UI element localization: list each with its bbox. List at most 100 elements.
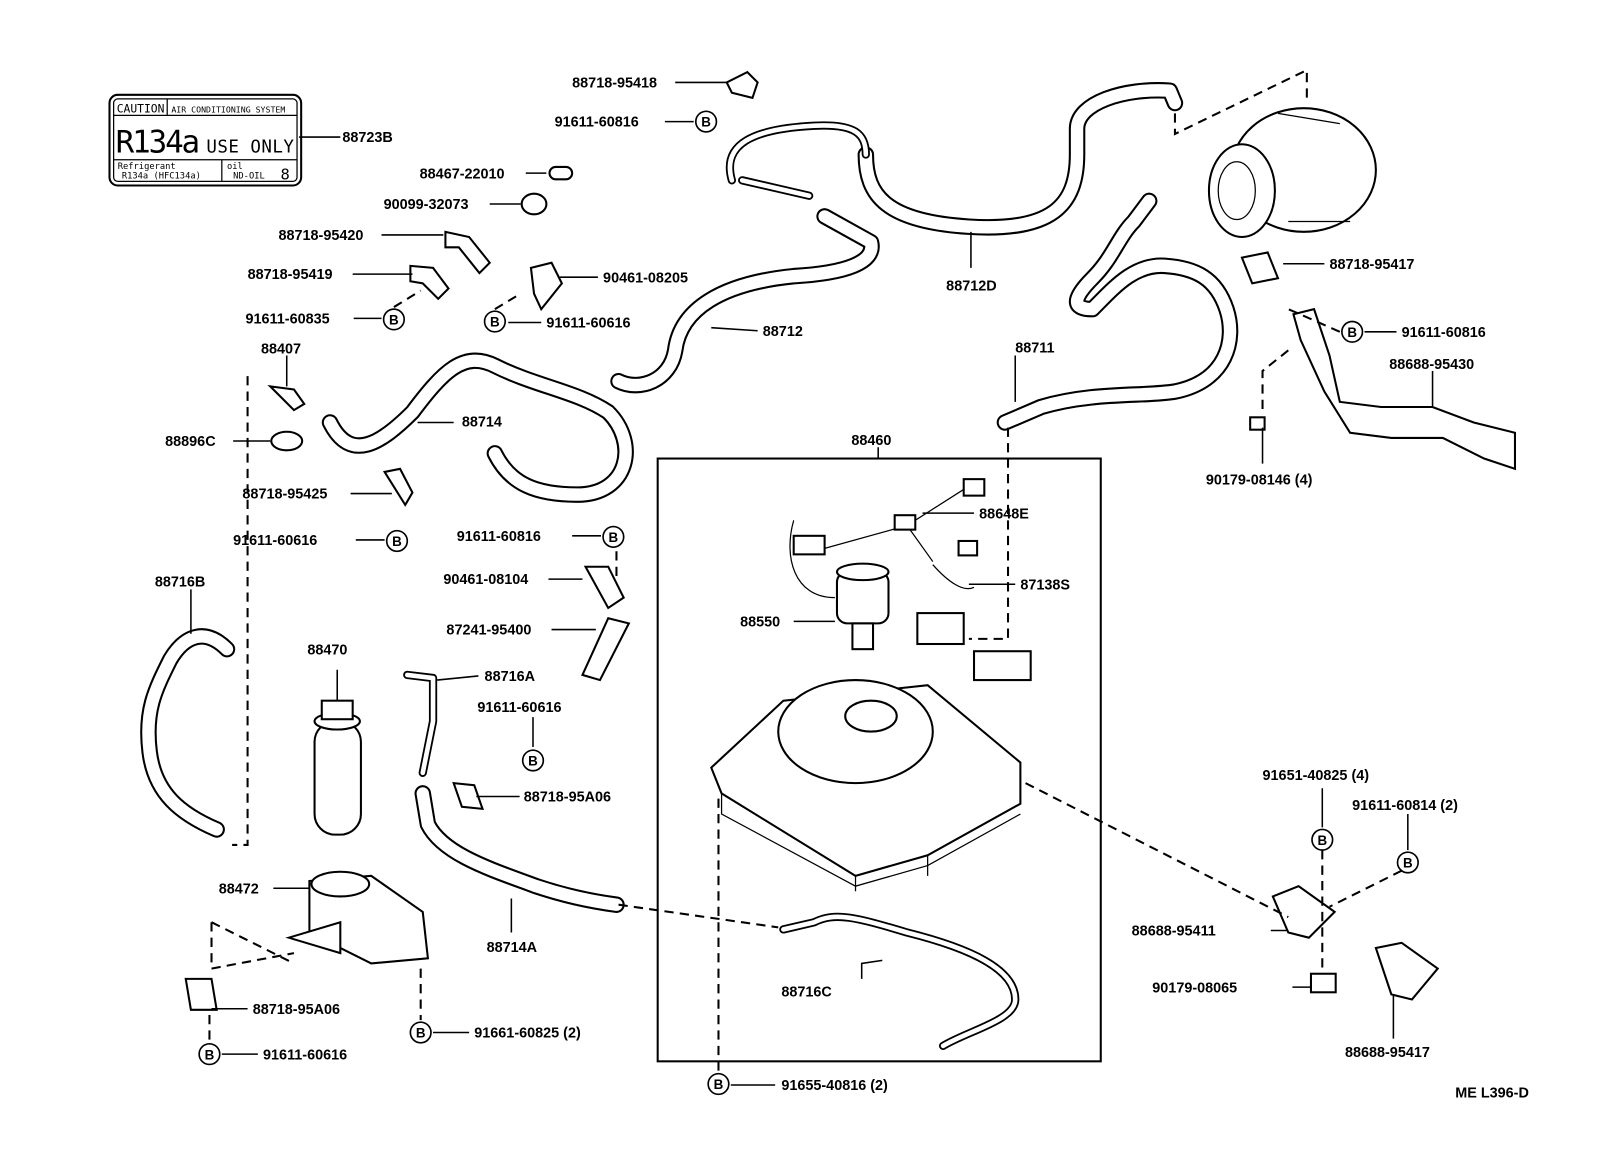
caution-label-88723B[interactable]: CAUTION AIR CONDITIONING SYSTEM R134a US… [108,93,303,187]
label-88718-95417[interactable]: 88718-95417 [1330,257,1415,273]
hose-88712D[interactable] [725,82,1184,236]
label-91611-60616[interactable]: 91611-60616 [263,1047,347,1063]
label-88718-95418[interactable]: 88718-95418 [572,76,657,92]
relay-87138S[interactable] [916,564,1032,682]
label-91611-60816[interactable]: 91611-60816 [555,115,639,131]
bolt-marker[interactable]: B [521,749,545,772]
clamp-88718-95425[interactable] [382,467,414,507]
clamp-90461-08104[interactable] [583,565,626,610]
label-88460[interactable]: 88460 [851,433,891,449]
label-90179-08065[interactable]: 90179-08065 [1152,980,1237,996]
hose-88711[interactable] [996,192,1239,431]
nut-90179-08146[interactable] [1249,416,1266,431]
hose-88716A-88714A[interactable] [403,670,625,913]
label-91611-60816[interactable]: 91611-60816 [1402,325,1486,341]
label-91611-60616[interactable]: 91611-60616 [233,533,317,549]
pipe-88716C[interactable] [779,912,1020,1050]
label-91611-60835[interactable]: 91611-60835 [246,312,330,328]
label-88711[interactable]: 88711 [1015,340,1054,356]
label-91611-60814[interactable]: 91611-60814 (2) [1352,798,1458,814]
label-90099-32073[interactable]: 90099-32073 [384,197,469,213]
label-91611-60616[interactable]: 91611-60616 [477,700,561,716]
label-88718-95420[interactable]: 88718-95420 [278,228,363,244]
label-88470[interactable]: 88470 [307,642,347,658]
condenser-fan-unit[interactable] [710,679,1022,892]
label-91661-60825[interactable]: 91661-60825 (2) [474,1026,581,1042]
bolt-marker[interactable]: B [1396,851,1419,874]
small-parts [184,70,1440,1011]
bolt-marker[interactable]: B [409,1021,432,1044]
label-88718-95A06[interactable]: 88718-95A06 [524,790,611,806]
fitting-88407[interactable] [267,384,306,412]
svg-text:B: B [392,534,402,549]
bolt-marker[interactable]: B [707,1072,730,1096]
bracket-88688-95411[interactable] [1271,884,1337,939]
label-88714[interactable]: 88714 [462,415,502,431]
label-88472[interactable]: 88472 [219,881,259,897]
label-90461-08205[interactable]: 90461-08205 [603,270,688,286]
bolt-marker[interactable]: B [694,110,718,133]
bolt-marker[interactable]: B [1311,828,1334,851]
label-91651-40825[interactable]: 91651-40825 (4) [1263,768,1370,784]
label-88716A[interactable]: 88716A [485,669,536,685]
nut-90179-08065[interactable] [1309,972,1337,994]
label-88688-95417[interactable]: 88688-95417 [1345,1045,1430,1061]
bolt-marker[interactable]: B [385,529,409,553]
bolt-marker[interactable]: B [483,310,507,333]
motor-88550[interactable] [835,562,890,651]
receiver-88470[interactable] [313,669,362,836]
part-88467-22010[interactable] [548,165,574,181]
part-labels: 88718-95418 91611-60816 88723B 88467-220… [155,76,1529,1102]
bracket-87241-95400[interactable] [581,617,631,682]
svg-text:B: B [389,313,399,328]
label-88718-95425[interactable]: 88718-95425 [242,487,327,503]
clamp-88718-95419[interactable] [409,264,450,301]
label-88467-22010[interactable]: 88467-22010 [420,166,505,182]
bracket-88472[interactable] [285,870,430,965]
clamp-88718-95418[interactable] [725,70,759,100]
compressor[interactable] [1207,107,1377,239]
seal-88896C[interactable] [270,430,304,452]
refrigerant-value: R134a (HFC134a) [122,171,201,181]
clamp-88718-95A06-b[interactable] [184,977,218,1011]
hose-88712[interactable] [610,176,880,394]
label-88648E[interactable]: 88648E [979,506,1029,522]
label-88688-95430[interactable]: 88688-95430 [1389,357,1474,373]
label-87241-95400[interactable]: 87241-95400 [446,623,531,639]
label-88712[interactable]: 88712 [763,324,803,340]
bracket-88688-95430[interactable] [1292,307,1517,471]
grommet-90099-32073[interactable] [520,192,548,216]
label-91611-60816[interactable]: 91611-60816 [457,529,541,545]
label-88718-95A06[interactable]: 88718-95A06 [253,1002,340,1018]
label-91611-60616[interactable]: 91611-60616 [546,316,630,332]
label-91655-40816[interactable]: 91655-40816 (2) [781,1078,888,1094]
bolt-marker[interactable]: B [1341,320,1364,343]
label-88723B[interactable]: 88723B [342,130,392,146]
label-88714A[interactable]: 88714A [487,940,538,956]
bolt-marker[interactable]: B [602,525,625,548]
label-90179-08146[interactable]: 90179-08146 (4) [1206,472,1313,488]
hose-88714[interactable] [321,352,634,503]
label-88896C[interactable]: 88896C [165,434,216,450]
label-87138S[interactable]: 87138S [1020,577,1070,593]
label-88550[interactable]: 88550 [740,614,780,630]
clamp-88718-95420[interactable] [444,230,492,275]
label-88688-95411[interactable]: 88688-95411 [1132,924,1216,940]
label-88718-95419[interactable]: 88718-95419 [248,267,333,283]
clamp-88718-95417[interactable] [1240,251,1280,285]
bolt-marker[interactable]: B [198,1042,221,1066]
svg-text:B: B [1403,856,1413,871]
clamp-90461-08205[interactable] [529,261,564,312]
svg-text:B: B [205,1047,215,1062]
harness-88648E[interactable] [789,478,986,599]
svg-text:B: B [490,315,500,330]
label-90461-08104[interactable]: 90461-08104 [443,572,528,588]
label-88712D[interactable]: 88712D [946,279,996,295]
hose-88716B[interactable] [140,628,236,838]
bolt-marker[interactable]: B [382,308,406,331]
bracket-88688-95417[interactable] [1374,941,1440,1001]
clamp-88718-95A06-a[interactable] [452,781,485,811]
label-88716C[interactable]: 88716C [781,984,832,1000]
label-88407[interactable]: 88407 [261,341,301,357]
label-88716B[interactable]: 88716B [155,574,205,590]
